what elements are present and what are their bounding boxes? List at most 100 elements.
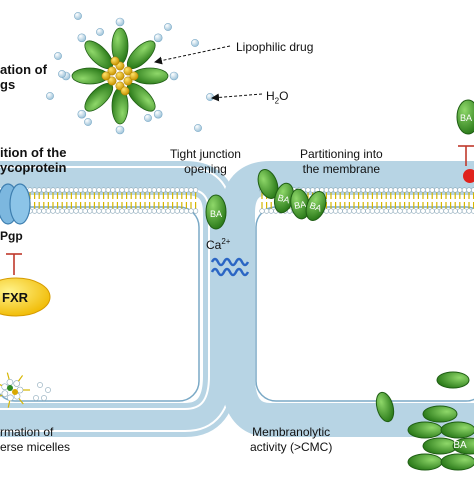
lipid-tail [18,398,24,405]
lipid-head [45,387,51,393]
lipid-head [452,187,458,193]
lipid-head [193,187,199,193]
lipid-head [6,378,14,386]
lipid-head [87,187,93,193]
lipid-head [41,395,47,401]
lipid-head [193,208,199,214]
lipid-bilayer-left [27,187,199,214]
lipid-head [369,208,376,214]
lipid-head [91,208,97,214]
lipid-head [466,208,472,214]
lipid-head [36,208,42,214]
drug-molecule [123,66,133,76]
water-molecule [96,28,104,36]
lipid-head [31,187,38,193]
water-molecule [77,109,87,119]
lipid-head [425,208,431,214]
water-molecule [115,17,125,27]
lipid-head [268,208,274,214]
lipid-head [374,208,380,214]
lipid-tail [6,372,10,380]
pgp-transporter [0,183,31,225]
lipid-head [73,187,79,193]
lipid-head [142,187,148,193]
lipid-head [420,187,426,193]
lipid-head [68,208,74,214]
lipid-head [369,187,376,193]
lipid-head [128,187,134,193]
water-molecule [153,109,163,119]
lipid-head [374,187,380,193]
lipid-head [379,187,385,193]
lipid-head [7,394,14,402]
lipid-head [457,187,463,193]
water-molecule [169,71,179,81]
lipid-head [41,187,47,193]
water-molecule [46,92,54,100]
lipid-head [114,187,120,193]
lipid-head [415,187,422,193]
lipid-head [420,208,426,214]
lipid-head [179,208,185,214]
lipid-head [147,187,153,193]
lipid-head [50,187,56,193]
lipid-head [100,187,107,193]
lipid-head [54,208,61,214]
water-molecule [54,52,62,60]
lipid-head [45,208,52,214]
lipid-head [37,382,43,388]
lipid-head [156,208,162,214]
water-molecule [206,93,214,101]
lipid-head [328,208,334,214]
water-molecule [194,124,202,132]
reverse-micelle [0,372,51,408]
lipid-head [323,187,330,193]
lipid-head [429,208,435,214]
lipid-head [160,208,166,214]
lipid-head [183,208,189,214]
lipid-head [434,208,440,214]
lipid-head [466,187,472,193]
ba-tag: BA [460,113,472,123]
lipid-head [91,187,97,193]
lipid-head [54,187,61,193]
lipid-head [1,390,9,397]
water-molecule [77,33,87,43]
lipid-head [457,208,463,214]
water-molecule [144,114,152,122]
lipid-head [379,208,385,214]
lipid-head [133,208,139,214]
partitioning-bile-acids: BA BA BA [257,169,327,221]
water-molecule [58,70,66,78]
lipid-head [105,208,111,214]
drug-pointer-arrow [154,45,231,65]
lipid-head [406,187,412,193]
lipid-head [183,187,189,193]
drug-molecule [115,71,125,81]
water-molecule [115,125,125,135]
ba-tag: BA [308,200,323,214]
lipid-head [388,187,394,193]
lipid-head [151,208,157,214]
lipid-head [50,208,56,214]
lipid-head [411,187,417,193]
water-molecule [74,12,82,20]
membranolytic-bile-acids: BA [375,371,474,471]
label-lipophilic-drug: Lipophilic drug [236,40,314,54]
drug-molecule [101,71,111,81]
drug-micelle [61,17,179,135]
lipid-head [360,208,366,214]
lipid-head [438,187,445,193]
tight-junction-proteins [210,257,250,277]
lipid-head [356,187,362,193]
lipid-head [1,383,8,391]
lipid-head [365,187,371,193]
lipid-head [425,187,431,193]
lipid-head [383,208,389,214]
